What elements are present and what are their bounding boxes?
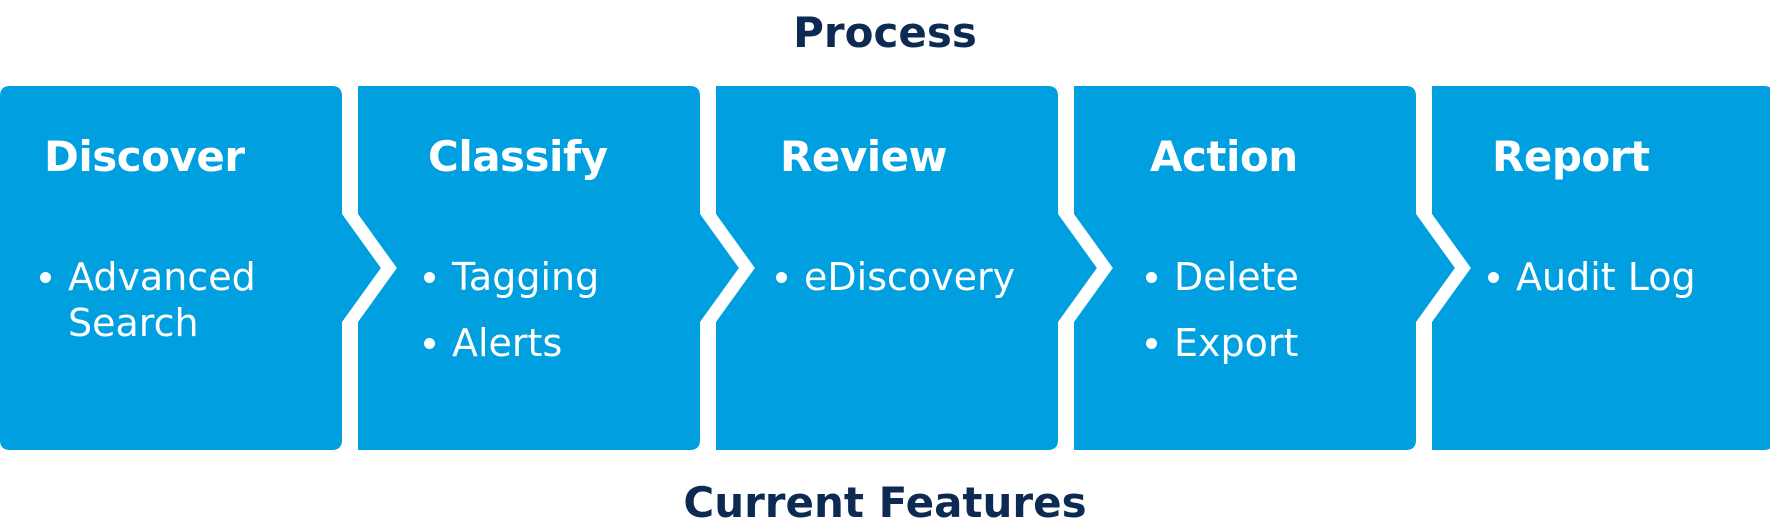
bullet-icon (424, 272, 435, 283)
feature-label: Alerts (452, 321, 563, 365)
stage-feature-list: Advanced Search (40, 254, 278, 366)
bullet-icon (1488, 272, 1499, 283)
bullet-icon (1146, 338, 1157, 349)
feature-label: Advanced Search (68, 255, 256, 345)
stage-title: Action (1150, 132, 1298, 181)
stage-box-report (1432, 86, 1770, 450)
feature-label: eDiscovery (804, 255, 1016, 299)
stage-title: Review (780, 132, 947, 181)
bullet-icon (424, 338, 435, 349)
process-title: Process (793, 8, 977, 57)
feature-label: Export (1174, 321, 1299, 365)
feature-list-item: Tagging (424, 254, 599, 300)
feature-list-item: Export (1146, 320, 1299, 366)
stage-box-review (716, 86, 1097, 450)
current-features-title: Current Features (683, 478, 1087, 527)
feature-list-item: Advanced Search (40, 254, 278, 346)
bullet-icon (1146, 272, 1157, 283)
feature-list-item: Alerts (424, 320, 599, 366)
stage-box-action (1074, 86, 1455, 450)
stage-box-classify (358, 86, 739, 450)
feature-list-item: Audit Log (1488, 254, 1696, 300)
bullet-icon (40, 272, 51, 283)
stage-title: Report (1492, 132, 1650, 181)
stage-title: Discover (44, 132, 245, 181)
feature-label: Delete (1174, 255, 1299, 299)
feature-list-item: Delete (1146, 254, 1299, 300)
feature-label: Audit Log (1516, 255, 1696, 299)
bullet-icon (776, 272, 787, 283)
feature-list-item: eDiscovery (776, 254, 1016, 300)
stage-title: Classify (428, 132, 608, 181)
stage-box-discover (0, 86, 381, 450)
stage-review: Review eDiscovery (716, 86, 1058, 450)
stage-feature-list: eDiscovery (776, 254, 1016, 320)
stage-feature-list: Audit Log (1488, 254, 1696, 320)
feature-label: Tagging (452, 255, 600, 299)
